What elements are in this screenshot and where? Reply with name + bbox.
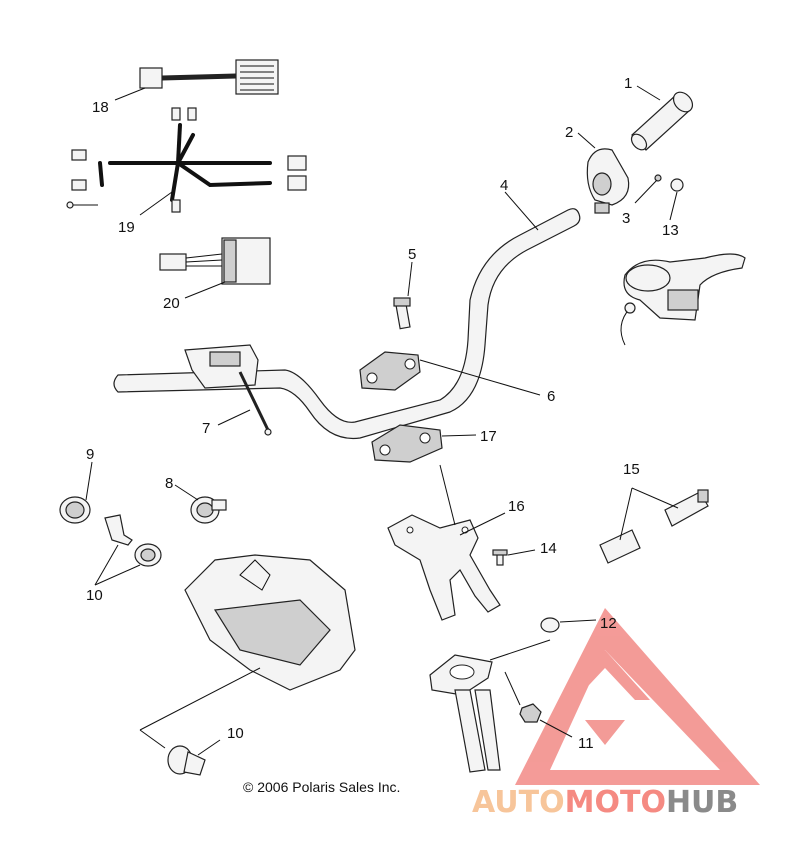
callout-9: 9: [86, 446, 94, 463]
connector-block-part: [159, 237, 271, 285]
copyright-text: © 2006 Polaris Sales Inc.: [243, 779, 400, 795]
wire-harness-part: [66, 107, 307, 213]
watermark-logo: [515, 608, 760, 785]
mounting-bracket-part: [387, 514, 501, 621]
indicator-lamp-part: [59, 496, 91, 524]
flange-nut-part: [519, 703, 542, 723]
callout-10-bottom: 10: [227, 725, 244, 742]
steering-column-part: [429, 654, 501, 773]
nut-part: [670, 178, 684, 192]
callout-16: 16: [508, 498, 525, 515]
switch-parts: [599, 489, 709, 564]
callout-13: 13: [662, 222, 679, 239]
instrument-pod-part: [184, 554, 356, 691]
watermark-moto: MOTO: [565, 785, 666, 820]
callout-12: 12: [600, 615, 617, 632]
small-screw-part: [492, 549, 508, 566]
callout-17: 17: [480, 428, 497, 445]
callout-14: 14: [540, 540, 557, 557]
indicator-light-part: [190, 496, 227, 524]
lower-clamp-part: [371, 424, 443, 463]
watermark-inner-mark: [560, 650, 650, 745]
callout-15: 15: [623, 461, 640, 478]
callout-8: 8: [165, 475, 173, 492]
handlebar-part: [113, 208, 581, 440]
bolt-part: [393, 297, 411, 330]
indicator-bezel-part: [104, 514, 162, 567]
watermark-auto: AUTO: [472, 785, 565, 820]
callout-19: 19: [118, 219, 135, 236]
throttle-housing-part: [184, 344, 272, 436]
sensor-part: [139, 59, 279, 95]
watermark-wordmark: AUTOMOTOHUB: [472, 785, 738, 820]
upper-clamp-part: [359, 351, 421, 391]
callout-4: 4: [500, 177, 508, 194]
callout-10-left: 10: [86, 587, 103, 604]
callout-3: 3: [622, 210, 630, 227]
grip-part: [630, 91, 694, 151]
switch-housing-part: [586, 148, 630, 214]
grommet-part: [540, 617, 560, 633]
callout-11: 11: [578, 735, 594, 752]
callout-5: 5: [408, 246, 416, 263]
brake-lever-assembly: [620, 253, 746, 346]
screw-part: [654, 174, 662, 182]
watermark-triangle: [515, 608, 760, 785]
callout-7: 7: [202, 420, 210, 437]
light-socket-part: [167, 745, 206, 776]
watermark-hub: HUB: [666, 785, 738, 820]
callout-1: 1: [624, 75, 632, 92]
callout-2: 2: [565, 124, 573, 141]
callout-6: 6: [547, 388, 555, 405]
callout-20: 20: [163, 295, 180, 312]
callout-18: 18: [92, 99, 109, 116]
